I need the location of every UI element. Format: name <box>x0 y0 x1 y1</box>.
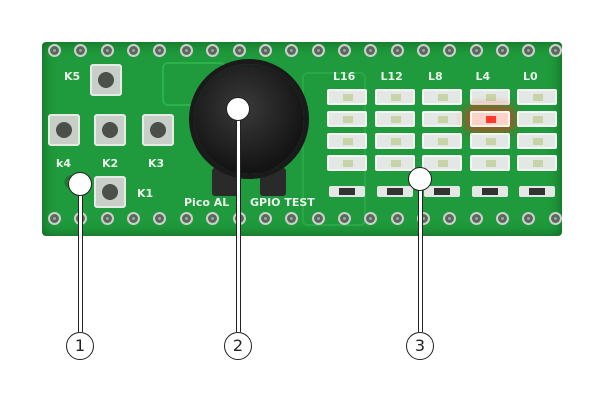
resistor <box>329 186 365 197</box>
led <box>422 111 462 127</box>
led <box>469 111 510 127</box>
resistor <box>471 186 508 197</box>
led <box>327 155 367 171</box>
led <box>517 89 557 105</box>
led <box>469 133 510 149</box>
header-pins-top <box>48 44 562 57</box>
button-k3[interactable] <box>142 114 174 146</box>
button-label: K3 <box>148 157 165 170</box>
header-pin <box>48 44 61 57</box>
led-column-label: L8 <box>428 70 443 83</box>
led <box>469 155 510 171</box>
header-pin <box>74 44 88 57</box>
button-label: K1 <box>137 187 154 200</box>
button-label: K5 <box>64 70 81 83</box>
callout-dot-1 <box>68 172 92 196</box>
callout-line-3 <box>418 180 423 332</box>
led <box>517 155 557 171</box>
header-pin <box>179 212 193 225</box>
header-pins-bottom <box>48 212 562 225</box>
callout-line-1 <box>78 182 83 332</box>
potentiometer-leg <box>260 168 286 196</box>
header-pin <box>206 212 220 225</box>
button-k4[interactable] <box>48 114 80 146</box>
header-pin <box>390 212 404 225</box>
header-pin <box>232 44 246 57</box>
led <box>374 89 415 105</box>
led-column-label: L0 <box>523 70 538 83</box>
callout-1: 1 <box>66 332 94 360</box>
button-k5[interactable] <box>90 64 122 96</box>
callout-3: 3 <box>406 332 434 360</box>
resistor <box>376 186 413 197</box>
led-column-label: L16 <box>333 70 356 83</box>
header-pin <box>258 212 272 225</box>
header-pin <box>153 212 167 225</box>
header-pin <box>364 212 378 225</box>
resistor <box>424 186 460 197</box>
header-pin <box>364 44 378 57</box>
led <box>517 133 557 149</box>
header-pin <box>548 212 562 225</box>
header-pin <box>311 212 325 225</box>
led <box>374 133 415 149</box>
silkscreen-text: Pico AL <box>184 196 230 209</box>
header-pin <box>127 44 141 57</box>
led <box>422 155 462 171</box>
header-pin <box>337 44 351 57</box>
silkscreen-text: GPIO TEST <box>250 196 315 209</box>
header-pin <box>285 44 299 57</box>
led <box>517 111 557 127</box>
header-pin <box>417 44 431 57</box>
led <box>469 89 510 105</box>
led <box>327 89 367 105</box>
led <box>374 155 415 171</box>
led <box>327 111 367 127</box>
header-pin <box>496 212 510 225</box>
led-column-label: L4 <box>475 70 491 83</box>
header-pin <box>48 212 61 225</box>
led-column-label: L12 <box>380 70 403 83</box>
led <box>422 89 462 105</box>
pcb-board: K5 k4 K2 K3 K1 Pico AL GPIO TEST L16 L12 L… <box>42 42 562 236</box>
button-k1[interactable] <box>94 176 126 208</box>
callout-2: 2 <box>224 332 252 360</box>
callout-dot-3 <box>408 167 432 191</box>
header-pin <box>285 212 299 225</box>
button-label: k4 <box>56 157 71 170</box>
header-pin <box>100 212 114 225</box>
callout-dot-2 <box>226 97 250 121</box>
pcb-trace <box>302 72 366 226</box>
header-pin <box>337 212 351 225</box>
header-pin <box>153 44 167 57</box>
callout-line-2 <box>236 110 241 332</box>
led <box>422 133 462 149</box>
led <box>374 111 415 127</box>
header-pin <box>127 212 141 225</box>
header-pin <box>390 44 404 57</box>
header-pin <box>469 212 483 225</box>
led <box>327 133 367 149</box>
header-pin <box>311 44 325 57</box>
resistor <box>519 186 555 197</box>
header-pin <box>179 44 193 57</box>
header-pin <box>522 212 536 225</box>
potentiometer-knob[interactable] <box>194 64 304 174</box>
header-pin <box>206 44 220 57</box>
header-pin <box>258 44 272 57</box>
button-label: K2 <box>102 157 119 170</box>
header-pin <box>496 44 510 57</box>
header-pin <box>443 212 457 225</box>
button-k2[interactable] <box>94 114 126 146</box>
potentiometer-leg <box>212 168 238 196</box>
header-pin <box>469 44 483 57</box>
header-pin <box>548 44 562 57</box>
header-pin <box>100 44 114 57</box>
header-pin <box>522 44 536 57</box>
header-pin <box>443 44 457 57</box>
